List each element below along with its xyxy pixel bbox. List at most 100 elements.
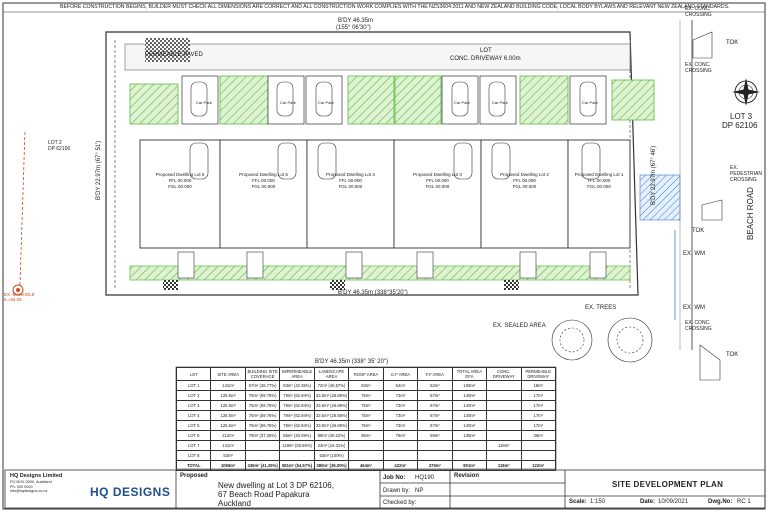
schedule-header-cell: CONC. DRIVEWAY xyxy=(486,367,522,381)
ex-conc-crossing-label-2: EX. CONC. CROSSING xyxy=(685,62,712,74)
schedule-cell xyxy=(348,440,384,451)
schedule-cell: 75m² xyxy=(348,420,384,431)
schedule-cell xyxy=(348,450,384,461)
lot2-neighbour-label: LOT 2 DP 62106 xyxy=(48,140,71,152)
company-details: PO BOX 0000, Auckland Ph: 000 0000 info@… xyxy=(10,480,52,493)
schedule-cell: 125.5m² xyxy=(210,410,246,421)
top-boundary-dimension: B'DY 46.35m xyxy=(338,18,374,24)
schedule-cell: TOTAL xyxy=(175,460,212,471)
schedule-cell: LOT 4 xyxy=(175,410,212,421)
schedule-cell: 67m² xyxy=(417,410,453,421)
schedule-cell: 141m² xyxy=(210,380,246,391)
schedule-cell xyxy=(417,450,453,461)
schedule-cell xyxy=(520,440,557,451)
sheet-title: SITE DEVELOPMENT PLAN xyxy=(612,480,724,489)
schedule-cell: 79m² (62.94%) xyxy=(279,400,315,411)
driveway xyxy=(124,43,631,71)
schedule-cell: 23m² (16.31%) xyxy=(313,440,350,451)
unit-label-lot2: Proposed Dwelling Lot 2 FFL 00.000 FGL 0… xyxy=(483,172,566,190)
schedule-cell: 75m² (59.76%) xyxy=(244,410,281,421)
schedule-cell: 67m² xyxy=(417,400,453,411)
schedule-cell: 79m² (37.26%) xyxy=(244,430,281,441)
car-park-label: Car Park xyxy=(196,100,212,105)
schedule-cell xyxy=(417,440,453,451)
schedule-cell xyxy=(486,410,522,421)
date-label: Date: xyxy=(640,499,656,505)
drawn-by-value: NP xyxy=(415,488,424,494)
schedule-cell: 17m² xyxy=(520,410,557,421)
schedule-cell: 140m² xyxy=(451,390,488,401)
schedule-cell: 212m² xyxy=(210,430,246,441)
schedule-cell: 53m² xyxy=(210,450,246,461)
courtyards xyxy=(177,251,607,279)
tok-label-2: TOK xyxy=(692,228,705,234)
schedule-cell xyxy=(486,430,522,441)
schedule-cell: 18m² xyxy=(520,380,557,391)
unit-fgl: FGL 00.000 xyxy=(512,184,537,189)
car-park-label: Car Park xyxy=(318,100,334,105)
schedule-cell: 1065m² xyxy=(210,460,246,471)
scale-value: 1:150 xyxy=(590,499,606,505)
schedule-cell: LOT 1 xyxy=(175,380,212,391)
existing-trees xyxy=(551,317,653,363)
ex-manhole-label: EX. MANHOLE IL=94.05 xyxy=(4,292,35,302)
tok-label-1: TOK xyxy=(726,40,739,46)
schedule-cell: 79m² (62.94%) xyxy=(279,420,315,431)
unit-ffl: FFL 00.000 xyxy=(339,178,362,183)
schedule-cell: 33.5m² (26.69%) xyxy=(313,390,350,401)
unit-ffl: FFL 00.000 xyxy=(587,178,611,183)
schedule-cell: 75m² (59.76%) xyxy=(244,420,281,431)
schedule-cell: LOT 6 xyxy=(175,430,212,441)
job-no-label: Job No: xyxy=(383,475,406,481)
schedule-cell xyxy=(486,400,522,411)
tok-label-3: TOK xyxy=(726,352,739,358)
date-value: 10/09/2021 xyxy=(658,499,689,505)
schedule-cell: 79m² (62.94%) xyxy=(279,410,315,421)
schedule-header-cell: SITE AREA xyxy=(210,367,246,381)
schedule-header-cell: LOT xyxy=(175,367,212,381)
schedule-cell: 88m² (40.22%) xyxy=(313,430,350,441)
schedule-cell: 79m² (62.94%) xyxy=(279,390,315,401)
schedule-cell xyxy=(382,440,419,451)
schedule-cell xyxy=(382,450,419,461)
unit-fgl: FGL 00.000 xyxy=(587,184,611,189)
unit-fgl: FGL 00.000 xyxy=(168,184,192,189)
schedule-cell: 67m² xyxy=(417,420,453,431)
schedule-header-cell: IMPERMEABLE AREA xyxy=(279,367,315,381)
schedule-cell: 436m² (41.25%) xyxy=(244,460,281,471)
permeable-paving xyxy=(145,38,190,62)
schedule-cell: 73m² xyxy=(382,410,419,421)
ex-wm-label-1: EX. WM xyxy=(683,251,705,257)
schedule-cell: 73m² xyxy=(382,400,419,411)
schedule-cell: LOT 2 xyxy=(175,390,212,401)
schedule-cell: 36m² xyxy=(520,430,557,441)
schedule-cell: LOT 8 xyxy=(175,450,212,461)
unit-label-lot5: Proposed Dwelling Lot 5 FFL 00.000 FGL 0… xyxy=(222,172,305,190)
dwg-no-value: RC 1 xyxy=(737,499,751,505)
project-line-2: 67 Beach Road Papakura xyxy=(218,490,310,499)
schedule-cell: 63m² xyxy=(348,380,384,391)
unit-name: Proposed Dwelling Lot 5 xyxy=(239,172,288,177)
schedule-cell: 63m² (42.35%) xyxy=(279,380,315,391)
ex-sealed-area-label: EX. SEALED AREA xyxy=(493,323,546,329)
cars xyxy=(189,81,601,180)
unit-label-lot1: Proposed Dwelling Lot 1 FFL 00.000 FGL 0… xyxy=(570,172,628,190)
schedule-cell: 72m² (46.57%) xyxy=(313,380,350,391)
unit-label-lot3: Proposed Dwelling Lot 3 FFL 00.000 FGL 0… xyxy=(396,172,479,190)
schedule-cell: 75m² xyxy=(348,410,384,421)
schedule-cell: 33.5m² (26.69%) xyxy=(313,400,350,411)
schedule-cell: 73m² xyxy=(382,420,419,431)
schedule-cell: 73m² xyxy=(382,390,419,401)
schedule-cell: 33.5m² (26.69%) xyxy=(313,410,350,421)
schedule-cell: 422m² xyxy=(382,460,419,471)
schedule-cell xyxy=(486,390,522,401)
schedule-cell: 118m² xyxy=(486,460,522,471)
scale-label: Scale: xyxy=(569,499,587,505)
schedule-cell: 125.5m² xyxy=(210,420,246,431)
schedule-cell: 75m² xyxy=(348,400,384,411)
